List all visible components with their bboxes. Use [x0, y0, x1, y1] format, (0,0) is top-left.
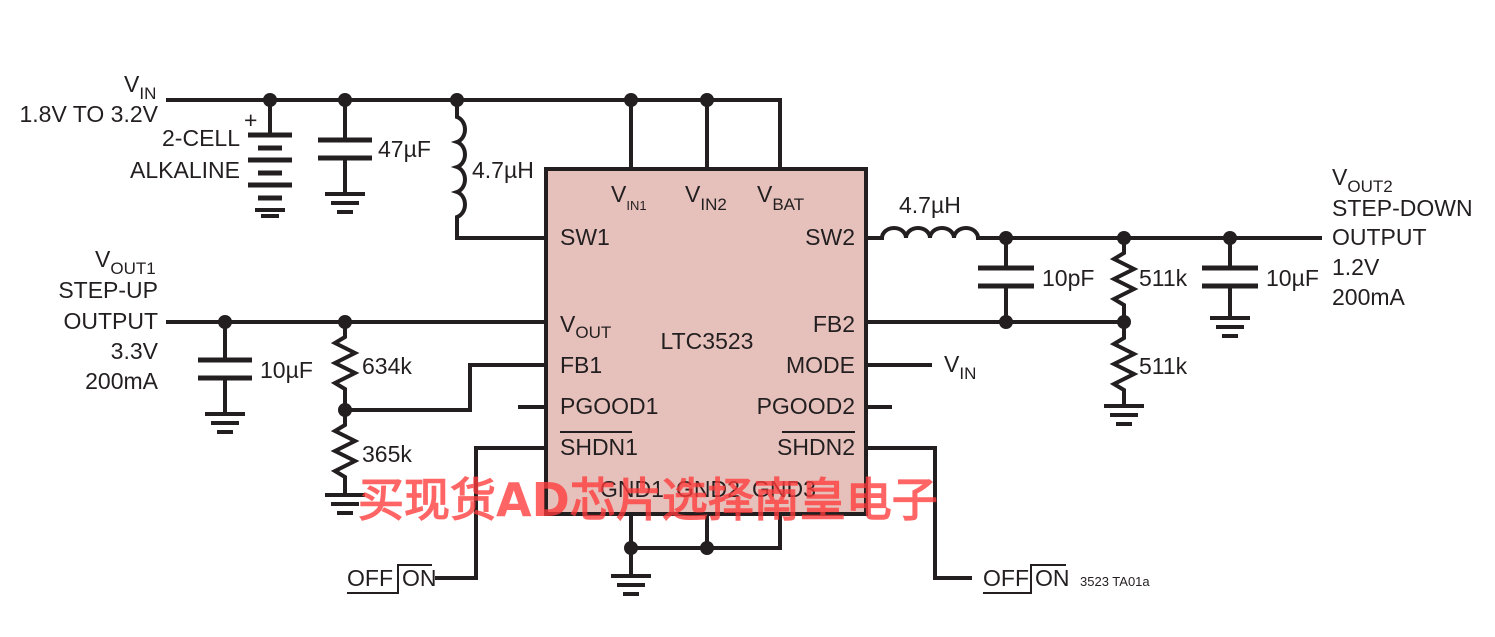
- output2-divider: [1104, 236, 1144, 426]
- vin-label: VIN: [124, 71, 156, 103]
- vout1-line2: OUTPUT: [63, 308, 158, 334]
- ff-cap-label: 10pF: [1042, 265, 1094, 291]
- switch-left-on: ON: [402, 565, 437, 591]
- pin-shdn1-label: SHDN1: [560, 434, 638, 460]
- junction-dot: [999, 315, 1013, 329]
- junction-dot: [700, 93, 714, 107]
- pin-sw2-label: SW2: [805, 224, 855, 250]
- output1-rtop-label: 634k: [362, 353, 412, 379]
- output2-cap-label: 10µF: [1266, 265, 1319, 291]
- pin-vout-label: VOUT: [560, 311, 611, 342]
- shdn1-control: OFF ON: [347, 446, 548, 594]
- output1-rbottom-label: 365k: [362, 441, 412, 467]
- vin-rail-wire: [166, 98, 782, 171]
- output2-rtop-label: 511k: [1139, 265, 1188, 291]
- switch-right-off: OFF: [983, 565, 1029, 591]
- vout2-line2: OUTPUT: [1332, 224, 1427, 250]
- boost-inductor: [450, 98, 548, 240]
- ic-ltc3523: LTC3523 VIN1 VIN2 VBAT SW1 VOUT FB1 PGOO…: [544, 167, 868, 516]
- pin-shdn2-label: SHDN2: [777, 434, 855, 460]
- input-cap-label: 47µF: [378, 136, 431, 162]
- vout1-line1: STEP-UP: [58, 277, 158, 303]
- feedforward-capacitor: [978, 236, 1034, 324]
- vout1-current: 200mA: [85, 368, 159, 394]
- pin-mode-label: MODE: [786, 352, 855, 378]
- ic-body: [544, 167, 868, 516]
- buck-inductor-label: 4.7µH: [899, 192, 961, 218]
- pin-vbat-label: VBAT: [757, 181, 804, 214]
- pin-pgood2-label: PGOOD2: [757, 393, 855, 419]
- pin-pgood1-label: PGOOD1: [560, 393, 658, 419]
- battery-label-2: ALKALINE: [130, 157, 240, 183]
- pin-gnd1-label: GND1: [600, 476, 664, 502]
- output1-cap-label: 10µF: [260, 357, 313, 383]
- mode-vin-label: VIN: [944, 351, 976, 383]
- figure-id: 3523 TA01a: [1080, 574, 1150, 589]
- output2-capacitor: [1202, 236, 1258, 338]
- watermark: 买现货AD芯片选择南皇电子: [358, 473, 938, 527]
- boost-inductor-label: 4.7µH: [472, 157, 534, 183]
- battery-plus: +: [244, 107, 257, 133]
- pin-fb2-label: FB2: [813, 311, 855, 337]
- vout2-voltage: 1.2V: [1332, 254, 1380, 280]
- pin-gnd2-label: GND2: [676, 476, 740, 502]
- pin-sw1-label: SW1: [560, 224, 610, 250]
- shdn2-control: OFF ON: [864, 446, 1070, 594]
- pin-fb1-label: FB1: [560, 352, 602, 378]
- pin-gnd3-label: GND3: [752, 476, 816, 502]
- pin-vin1-label: VIN1: [611, 181, 647, 213]
- battery-symbol: +: [244, 98, 292, 218]
- switch-right-on: ON: [1035, 565, 1070, 591]
- output2-section: 4.7µH 10pF 511k 511k: [864, 164, 1473, 426]
- output1-section: VOUT1 STEP-UP OUTPUT 3.3V 200mA 10µF 634…: [58, 246, 548, 515]
- pin-vin2-label: VIN2: [685, 181, 727, 214]
- vout2-current: 200mA: [1332, 284, 1406, 310]
- input-section: VIN 1.8V TO 3.2V + 2-CELL ALKALINE: [19, 71, 782, 240]
- vout2-line1: STEP-DOWN: [1332, 195, 1473, 221]
- output1-divider: [325, 320, 548, 515]
- input-capacitor: [318, 98, 372, 214]
- buck-inductor: [864, 226, 1322, 240]
- battery-label-1: 2-CELL: [162, 125, 240, 151]
- junction-dot: [624, 93, 638, 107]
- vin-range-label: 1.8V TO 3.2V: [19, 101, 158, 127]
- ic-ground: [611, 512, 782, 596]
- vout2-label: VOUT2: [1332, 164, 1393, 196]
- output2-rbottom-label: 511k: [1139, 353, 1188, 379]
- output1-capacitor: [198, 320, 252, 434]
- switch-left-off: OFF: [347, 565, 393, 591]
- ic-part-number: LTC3523: [661, 328, 754, 354]
- vout1-voltage: 3.3V: [111, 338, 159, 364]
- vout1-label: VOUT1: [95, 246, 156, 278]
